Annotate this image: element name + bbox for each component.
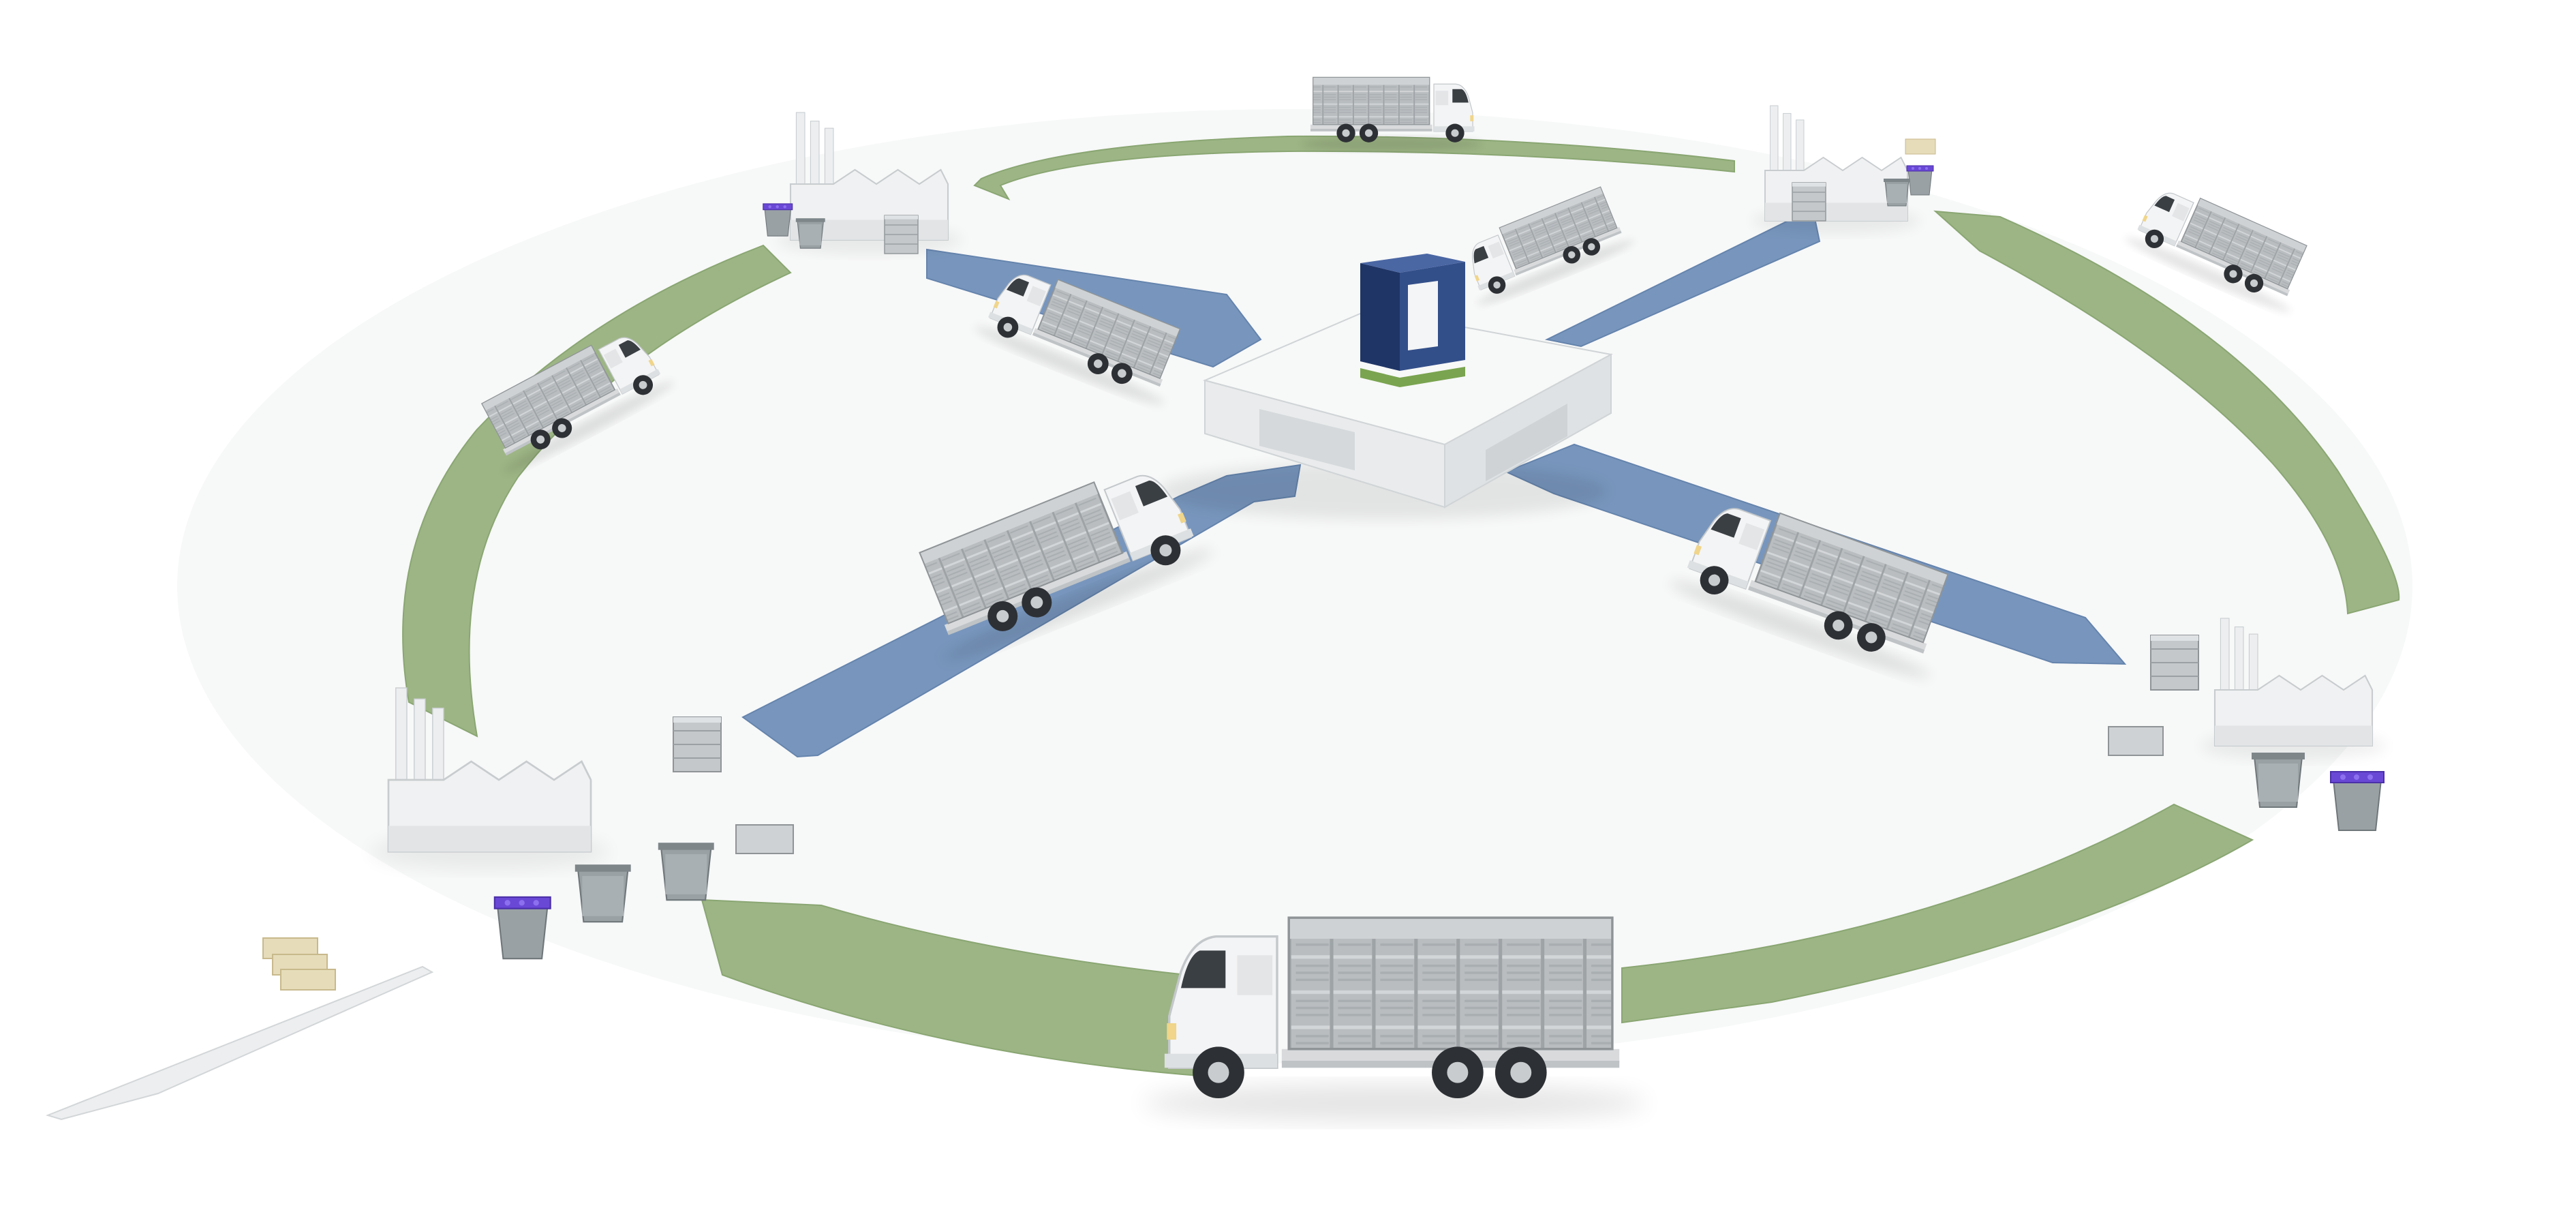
truck-ring-top (1301, 77, 1483, 151)
factory-right (2108, 618, 2387, 831)
pallet-beige-top-right (1905, 138, 1936, 155)
truck-ring-bottom (1142, 918, 1646, 1121)
factory-left (370, 688, 794, 960)
cycle-arrow-bottom-right (1621, 803, 2254, 1024)
factory-top-right (1752, 106, 1936, 234)
cycle-arrow-top (973, 135, 1735, 201)
open-box-logo-icon (1360, 254, 1465, 387)
hub-warehouse (1159, 254, 1613, 519)
cycle-arrow-right (1933, 210, 2400, 615)
cycle-arrows (402, 135, 2400, 1077)
stacked-pallets-icon (262, 937, 336, 991)
spoke-arrow-ne (1544, 207, 1821, 348)
outbound-path (45, 937, 434, 1121)
factory-top-left (763, 112, 962, 254)
